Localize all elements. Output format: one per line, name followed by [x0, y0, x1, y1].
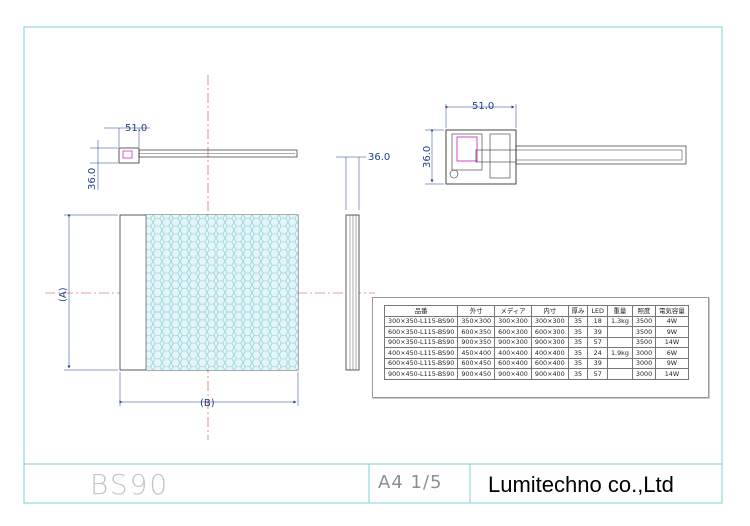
side-thickness-dim: 36.0	[368, 152, 390, 163]
model-name: BS90	[90, 468, 170, 501]
table-cell: 3000	[631, 368, 657, 380]
table-cell: 39	[587, 326, 608, 338]
header-cell: メディア	[494, 305, 532, 317]
table-cell: 9W	[655, 326, 689, 338]
table-cell: 1.3kg	[606, 315, 633, 327]
table-cell: 14W	[655, 368, 689, 380]
table-cell: 450×400	[457, 347, 496, 359]
spec-table: 品番 外寸 メディア 内寸 厚み LED 重量 照度 電気容量 300×350-…	[383, 305, 689, 380]
header-cell: 重量	[606, 305, 633, 317]
spec-table-header-row: 品番 外寸 メディア 内寸 厚み LED 重量 照度 電気容量	[383, 305, 689, 317]
table-cell: 6W	[655, 347, 689, 359]
header-cell: 厚み	[567, 305, 589, 317]
header-cell: 照度	[631, 305, 657, 317]
table-cell: 57	[587, 368, 608, 380]
table-cell: 9W	[655, 357, 689, 369]
table-cell: 35	[567, 315, 589, 327]
table-cell: 300×300	[530, 315, 569, 327]
table-cell: 35	[567, 357, 589, 369]
table-cell: 3500	[631, 326, 657, 338]
table-cell	[606, 326, 633, 338]
table-cell: 900×300	[530, 336, 569, 348]
table-cell: 400×400	[494, 347, 532, 359]
table-cell: 18	[587, 315, 608, 327]
header-cell: 電気容量	[655, 305, 689, 317]
table-cell: 300×300	[494, 315, 532, 327]
table-cell: 35	[567, 347, 589, 359]
table-cell: 14W	[655, 336, 689, 348]
header-cell: 内寸	[530, 305, 569, 317]
table-cell: 3500	[631, 336, 657, 348]
table-cell: 900×450-L115-BS90	[383, 368, 459, 380]
table-cell: 900×300	[494, 336, 532, 348]
table-cell: 35	[567, 336, 589, 348]
company-name: Lumitechno co.,Ltd	[488, 472, 674, 497]
table-cell: 35	[567, 326, 589, 338]
table-cell: 3000	[631, 347, 657, 359]
table-cell: 600×400	[494, 357, 532, 369]
top-height-dim: 36.0	[87, 168, 98, 190]
table-cell: 350×300	[457, 315, 496, 327]
table-cell: 1.9kg	[606, 347, 633, 359]
table-cell: 600×350	[457, 326, 496, 338]
top-view	[90, 127, 298, 190]
table-cell: 900×350	[457, 336, 496, 348]
header-cell: 品番	[383, 305, 459, 317]
side-view	[336, 156, 366, 371]
header-cell: LED	[587, 305, 608, 317]
detail-width-dim: 51.0	[472, 101, 494, 112]
table-cell: 600×300	[494, 326, 532, 338]
table-cell: 900×400	[530, 368, 569, 380]
table-cell: 600×400	[530, 357, 569, 369]
table-cell: 900×400	[494, 368, 532, 380]
table-cell: 400×400	[530, 347, 569, 359]
table-cell: 600×350-L115-BS90	[383, 326, 459, 338]
table-cell: 300×350-L115-BS90	[383, 315, 459, 327]
table-cell	[606, 368, 633, 380]
table-cell	[606, 336, 633, 348]
table-cell: 600×300	[530, 326, 569, 338]
table-cell: 600×450-L115-BS90	[383, 357, 459, 369]
table-cell: 900×350-L115-BS90	[383, 336, 459, 348]
detail-height-dim: 36.0	[422, 146, 433, 168]
table-cell	[606, 357, 633, 369]
table-cell: 600×450	[457, 357, 496, 369]
table-cell: 400×450-L115-BS90	[383, 347, 459, 359]
sheet-number: A4 1/5	[378, 472, 443, 493]
table-cell: 35	[567, 368, 589, 380]
table-cell: 57	[587, 336, 608, 348]
top-width-dim: 51.0	[125, 123, 147, 134]
detail-view	[425, 104, 687, 185]
table-cell: 24	[587, 347, 608, 359]
table-cell: 3500	[631, 315, 657, 327]
height-label: (A)	[58, 287, 69, 302]
width-label: (B)	[200, 398, 215, 409]
table-cell: 4W	[655, 315, 689, 327]
table-cell: 39	[587, 357, 608, 369]
header-cell: 外寸	[457, 305, 496, 317]
table-cell: 3000	[631, 357, 657, 369]
sheet-border	[23, 26, 723, 504]
table-cell: 900×450	[457, 368, 496, 380]
front-view	[64, 214, 299, 406]
